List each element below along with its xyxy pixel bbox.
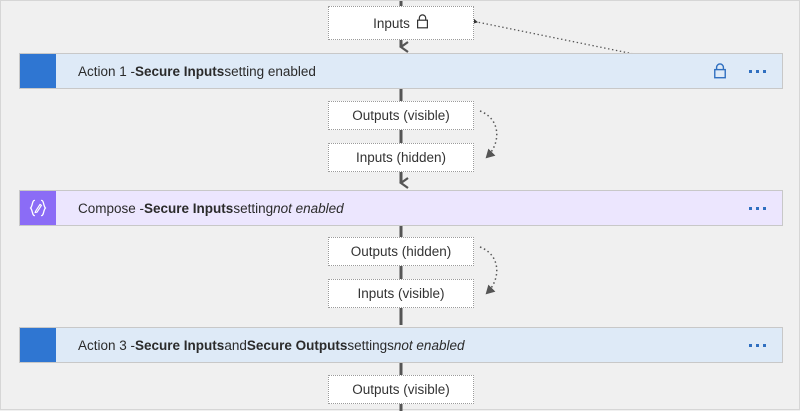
- row3-text-italic-not-enabled: not enabled: [393, 337, 465, 353]
- box-inputs-1: Inputs (hidden): [328, 143, 474, 172]
- dotted-curve-outputs2-to-inputs2: [479, 246, 498, 295]
- compose-text-italic-not-enabled: not enabled: [273, 200, 344, 216]
- box-outputs-2-label: Outputs (hidden): [350, 244, 452, 259]
- action-row-compose-more-menu-icon[interactable]: [749, 206, 766, 210]
- row1-text-bold-secure-inputs: Secure Inputs: [135, 63, 225, 79]
- box-outputs-2: Outputs (hidden): [328, 237, 474, 266]
- box-top-inputs: Inputs: [328, 6, 474, 40]
- row1-text-tail: setting enabled: [224, 63, 316, 79]
- action-square-icon: [20, 328, 56, 362]
- row3-text-bold-secure-outputs: Secure Outputs: [246, 337, 348, 353]
- box-inputs-2-label: Inputs (visible): [357, 286, 445, 301]
- action-row-action-3-more-menu-icon[interactable]: [749, 343, 766, 347]
- row3-text-settings: settings: [347, 337, 394, 353]
- action-row-compose-controls: [749, 191, 782, 225]
- action-row-action-3-title: Action 3 - Secure Inputs and Secure Outp…: [56, 328, 749, 362]
- compose-braces-glyph: [27, 199, 49, 217]
- box-top-inputs-label: Inputs: [373, 15, 410, 31]
- action-row-compose-title: Compose - Secure Inputs setting not enab…: [56, 191, 749, 225]
- row1-text-lead: Action 1 -: [78, 63, 136, 79]
- box-outputs-1-label: Outputs (visible): [352, 108, 450, 123]
- lock-icon: [416, 14, 429, 32]
- box-outputs-3-label: Outputs (visible): [352, 382, 450, 397]
- box-outputs-3: Outputs (visible): [328, 375, 474, 404]
- row3-text-and: and: [224, 337, 247, 353]
- action-row-action-1[interactable]: Action 1 - Secure Inputs setting enabled: [19, 53, 783, 89]
- compose-text-bold-secure-inputs: Secure Inputs: [144, 200, 234, 216]
- row3-text-bold-secure-inputs: Secure Inputs: [135, 337, 225, 353]
- secure-inputs-lock-icon[interactable]: [713, 63, 727, 79]
- action-row-compose[interactable]: Compose - Secure Inputs setting not enab…: [19, 190, 783, 226]
- row3-text-lead: Action 3 -: [78, 337, 136, 353]
- compose-text-lead: Compose -: [78, 200, 145, 216]
- compose-braces-icon: [20, 191, 56, 225]
- action-row-action-3[interactable]: Action 3 - Secure Inputs and Secure Outp…: [19, 327, 783, 363]
- box-outputs-1: Outputs (visible): [328, 101, 474, 130]
- box-inputs-1-label: Inputs (hidden): [355, 150, 447, 165]
- action-row-action-3-controls: [749, 328, 782, 362]
- action-row-action-1-controls: [713, 54, 782, 88]
- action-square-icon: [20, 54, 56, 88]
- dotted-curve-outputs1-to-inputs1: [479, 110, 498, 159]
- action-row-action-1-title: Action 1 - Secure Inputs setting enabled: [56, 54, 713, 88]
- action-row-action-1-more-menu-icon[interactable]: [749, 69, 766, 73]
- compose-text-mid: setting: [233, 200, 274, 216]
- box-inputs-2: Inputs (visible): [328, 279, 474, 308]
